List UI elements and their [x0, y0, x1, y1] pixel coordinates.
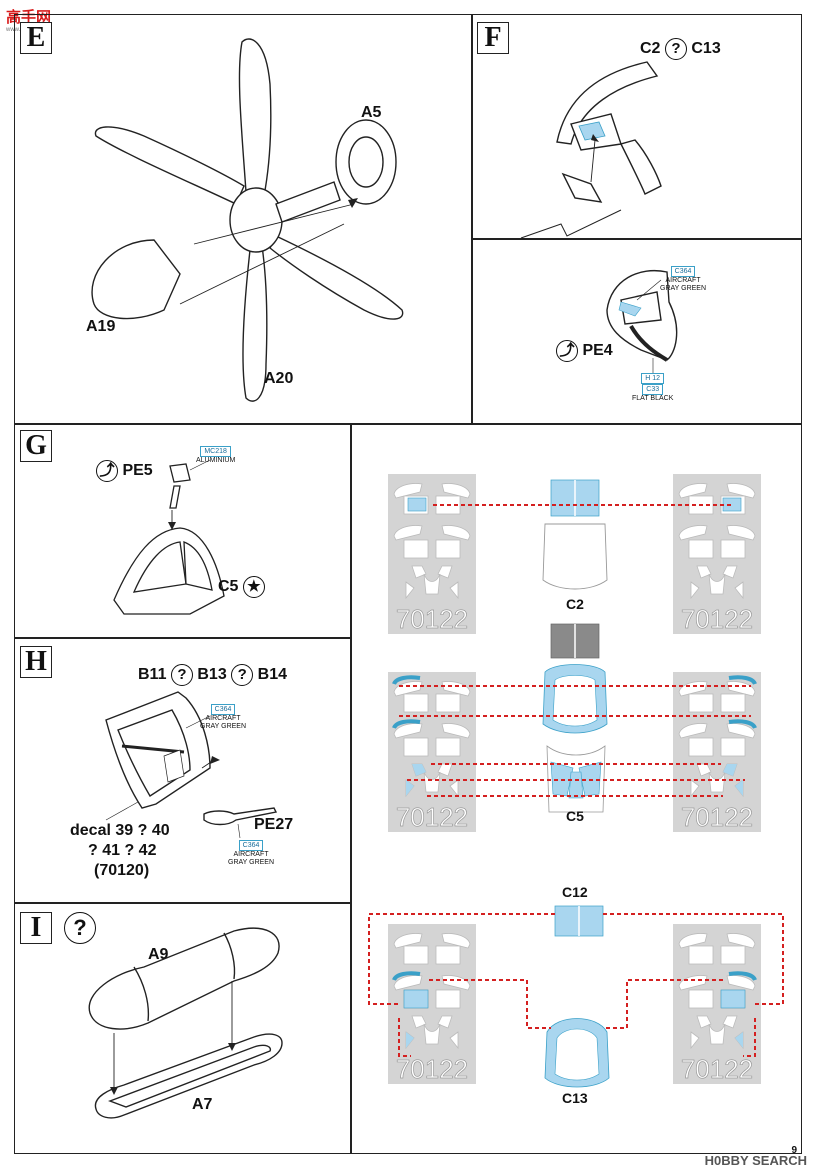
- divider-ef: [471, 14, 473, 424]
- prop-blade-right: [269, 235, 404, 320]
- label-pe5-group: ⤴ PE5: [96, 460, 153, 482]
- sheet-number-c2-left: 70122: [396, 604, 468, 634]
- page-frame: [14, 14, 802, 1154]
- label-pe4: PE4: [582, 342, 613, 360]
- paint-name: GRAY GREEN: [660, 285, 707, 292]
- step-h-box: H: [20, 646, 52, 678]
- canopy-c13-mask-lower: [544, 1018, 610, 1088]
- paint-callout-h-top: C364 AIRCRAFT GRAY GREEN: [200, 704, 246, 731]
- divider-top-row: [14, 423, 802, 425]
- label-c2: C2: [640, 40, 661, 58]
- mask-label-c13: C13: [562, 1090, 588, 1106]
- pe5-part: [169, 463, 191, 483]
- g-drawing: [113, 459, 225, 615]
- sheet-number-c2-right: 70122: [681, 604, 753, 634]
- mask-label-c2: C2: [566, 596, 584, 612]
- label-b13: B13: [197, 666, 227, 684]
- prop-blade-bottom: [242, 245, 268, 402]
- label-pe27: PE27: [254, 816, 294, 833]
- paint-name: AIRCRAFT: [205, 715, 241, 722]
- logo-text: 高手网: [6, 9, 52, 26]
- divider-gh: [14, 637, 351, 639]
- step-i-box: I: [20, 912, 52, 944]
- label-c13: C13: [691, 40, 721, 58]
- propeller-drawing: [91, 38, 404, 402]
- paint-callout-g: MC218 ALUMINIUM: [196, 446, 235, 465]
- mask-label-c12: C12: [562, 884, 588, 900]
- paint-callout-f-top: C364 AIRCRAFT GRAY GREEN: [660, 266, 706, 293]
- canopy-c13-mask-upper: [542, 623, 608, 734]
- divider-f-inner: [471, 238, 802, 240]
- question-circle-icon: ?: [170, 664, 193, 686]
- paint-name: GRAY GREEN: [228, 859, 275, 866]
- label-a20: A20: [264, 370, 294, 387]
- paint-code: H 12: [641, 373, 665, 384]
- divider-left-col: [350, 423, 352, 1154]
- sheet-number-c5-left: 70122: [396, 802, 468, 832]
- canopy-c2-mask: [542, 479, 608, 590]
- sheet-number-c13-right: 70122: [681, 1054, 753, 1084]
- step-e-box: E: [20, 22, 52, 54]
- paint-name: ALUMINIUM: [196, 457, 236, 464]
- f-upper-drawing: [520, 61, 662, 239]
- prop-shaft: [275, 181, 341, 223]
- label-decal-line1: decal 39 ? 40: [70, 822, 170, 839]
- label-b-parts: B11 ? B13 ? B14: [138, 664, 287, 686]
- f-lower-drawing: [606, 270, 678, 374]
- label-b14: B14: [257, 666, 287, 684]
- label-a5: A5: [361, 104, 382, 121]
- prop-blade-top: [238, 38, 272, 197]
- paint-name: FLAT BLACK: [632, 395, 674, 402]
- step-g-box: G: [20, 430, 52, 462]
- paint-callout-f-bottom: H 12 C33 FLAT BLACK: [632, 373, 673, 403]
- label-a7: A7: [192, 1096, 213, 1113]
- paint-code: C364: [670, 266, 696, 277]
- mask-sheets-drawing: 70122 70122 70122 70122: [368, 473, 784, 1088]
- paint-name: GRAY GREEN: [200, 723, 247, 730]
- spinner-a19: [91, 239, 181, 320]
- paint-code: C364: [210, 704, 236, 715]
- prop-blade-left: [94, 126, 245, 205]
- label-pe4-group: ⤴ PE4: [556, 340, 613, 362]
- star-icon: ★: [242, 576, 265, 598]
- label-a19: A19: [86, 318, 116, 335]
- question-circle-icon: ?: [64, 912, 96, 944]
- watermark: H0BBY SEARCH: [704, 1153, 807, 1168]
- label-decal-line2: ? 41 ? 42: [88, 842, 157, 859]
- flip-arrow-icon: ⤴: [556, 340, 578, 362]
- label-pe5: PE5: [122, 462, 153, 480]
- mask-label-c5: C5: [566, 808, 584, 824]
- h-drawing: [105, 691, 278, 839]
- page-number: 9: [791, 1145, 797, 1156]
- droptank-drawing: [88, 927, 283, 1119]
- label-b11: B11: [138, 666, 167, 684]
- paint-callout-h-bottom: C364 AIRCRAFT GRAY GREEN: [228, 840, 274, 867]
- paint-name: AIRCRAFT: [233, 851, 269, 858]
- paint-code: C364: [238, 840, 264, 851]
- question-circle-icon: ?: [664, 38, 687, 60]
- question-circle-icon: ?: [231, 664, 254, 686]
- step-f-box: F: [477, 22, 509, 54]
- tank-a9: [88, 927, 280, 1030]
- flip-arrow-icon: ⤴: [96, 460, 118, 482]
- canopy-c12-mask: [554, 905, 604, 937]
- label-decal-line3: (70120): [94, 862, 150, 879]
- divider-hi: [14, 902, 351, 904]
- label-c5-group: C5 ★: [218, 576, 265, 598]
- sheet-number-c5-right: 70122: [681, 802, 753, 832]
- label-c2-c13: C2 ? C13: [640, 38, 721, 60]
- label-c5: C5: [218, 578, 239, 596]
- prop-hub: [229, 187, 283, 253]
- sheet-number-c13-left: 70122: [396, 1054, 468, 1084]
- part-c13-small: [561, 172, 603, 203]
- paint-name: AIRCRAFT: [665, 277, 701, 284]
- paint-code: C33: [642, 384, 664, 395]
- pe27-part: [203, 807, 278, 826]
